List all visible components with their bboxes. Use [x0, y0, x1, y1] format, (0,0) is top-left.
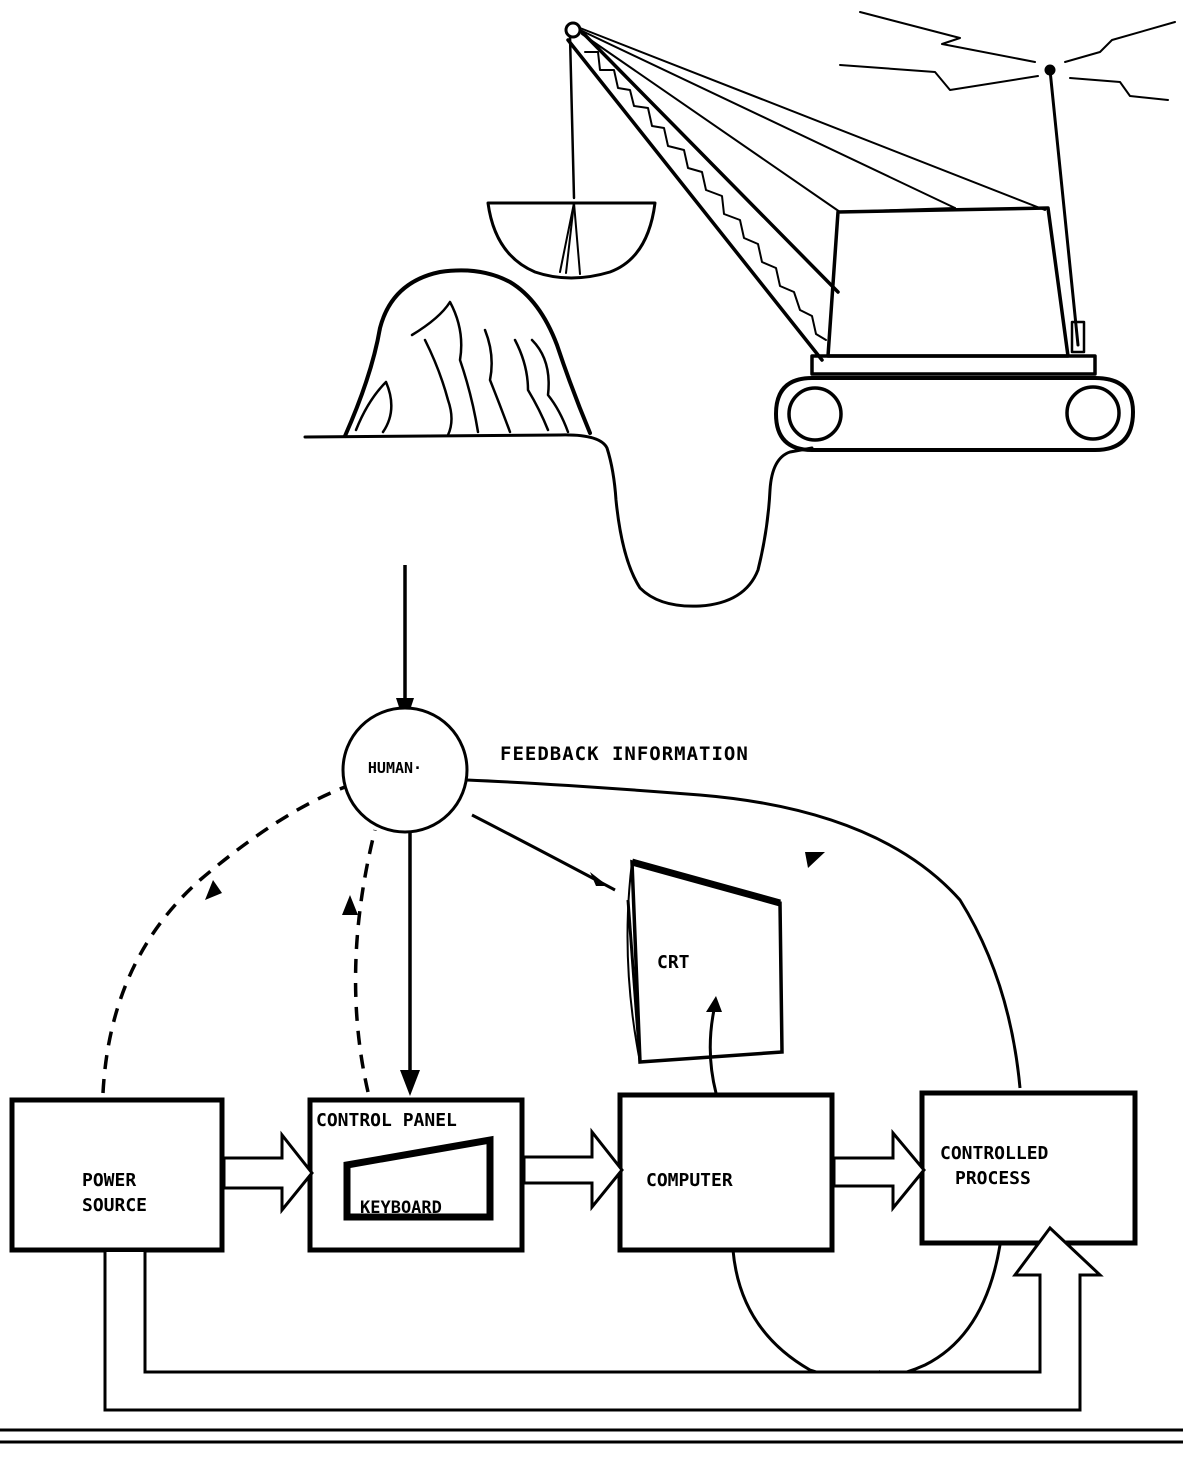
controlled-process-label-1: CONTROLLED [940, 1143, 1049, 1164]
computer-crt-arrowhead [706, 996, 722, 1012]
pile-texture-4 [483, 328, 512, 434]
track-wheel-left [787, 386, 843, 442]
cab-top-edge [839, 207, 956, 213]
panel-to-computer-arrow [522, 1127, 624, 1212]
power-dashed-arrowhead [205, 880, 222, 900]
bucket-rib-1 [559, 202, 575, 273]
keyboard-label: KEYBOARD [360, 1198, 442, 1218]
keyboard-device [343, 1135, 494, 1221]
control-panel-block: CONTROL PANEL KEYBOARD [307, 1097, 525, 1253]
boom-pendant-2 [579, 27, 1046, 211]
crt-display: CRT [626, 858, 784, 1064]
antenna-base [1070, 320, 1086, 354]
control-panel-label: CONTROL PANEL [316, 1110, 457, 1131]
human-label: HUMAN· [368, 759, 422, 777]
radio-wave-4 [1069, 77, 1169, 101]
crt-link-arrowhead [590, 872, 608, 886]
boom-lower-chord [566, 38, 824, 362]
bucket-rib-3 [565, 202, 575, 274]
bucket-rib-2 [573, 202, 581, 275]
track-wheel-right [1065, 385, 1121, 441]
power-source-block: POWER SOURCE [9, 1097, 225, 1253]
panel-to-human-dashed [353, 829, 377, 1093]
pile-texture-6 [530, 338, 570, 434]
hoist-cable [568, 34, 576, 200]
crane-cab [826, 206, 1070, 358]
computer-to-process-arrow [832, 1128, 926, 1213]
clamshell-bucket [486, 201, 657, 280]
computer-block: COMPUTER [617, 1092, 835, 1253]
crawler-track [774, 376, 1135, 452]
pile-texture-5 [513, 338, 550, 432]
radio-wave-1 [859, 11, 1036, 63]
boom-top-pulley [564, 21, 582, 39]
controlled-process-label-2: PROCESS [955, 1168, 1031, 1189]
power-to-human-dashed [101, 785, 346, 1094]
boom-pendant-3 [581, 33, 841, 213]
feedback-information-label: FEEDBACK INFORMATION [500, 743, 749, 765]
boom-lattice [584, 51, 827, 341]
pile-texture-1 [354, 380, 393, 434]
pile-texture-3 [423, 338, 453, 437]
human-node: HUMAN· [341, 706, 469, 834]
power-source-label-1: POWER [82, 1170, 136, 1191]
power-to-panel-arrow [222, 1130, 314, 1215]
pile-texture-2 [410, 300, 480, 434]
radio-antenna [1048, 68, 1080, 347]
track-frame-top [810, 354, 1097, 376]
dirt-pile [343, 268, 592, 438]
computer-label: COMPUTER [646, 1170, 733, 1191]
crt-label: CRT [657, 952, 690, 973]
ground-and-pit [303, 433, 814, 608]
feedback-arrowhead [805, 852, 825, 868]
panel-dashed-arrowhead [342, 895, 358, 915]
boom-pendant-1 [579, 29, 956, 209]
process-to-computer-loop [731, 1244, 1002, 1381]
boom-upper-chord [580, 30, 840, 294]
crane-illustration [303, 11, 1176, 608]
human-to-panel-arrowhead [400, 1070, 420, 1096]
power-source-label-2: SOURCE [82, 1195, 147, 1216]
scene-to-human-arrow [396, 565, 414, 725]
radio-wave-3 [1064, 21, 1176, 63]
antenna-tip [1044, 64, 1056, 76]
feedback-path [466, 778, 1022, 1089]
radio-wave-2 [839, 64, 1039, 91]
power-distribution-line [103, 1225, 1104, 1412]
computer-to-crt-link [708, 1004, 718, 1094]
controlled-process-block: CONTROLLED PROCESS [919, 1090, 1138, 1246]
